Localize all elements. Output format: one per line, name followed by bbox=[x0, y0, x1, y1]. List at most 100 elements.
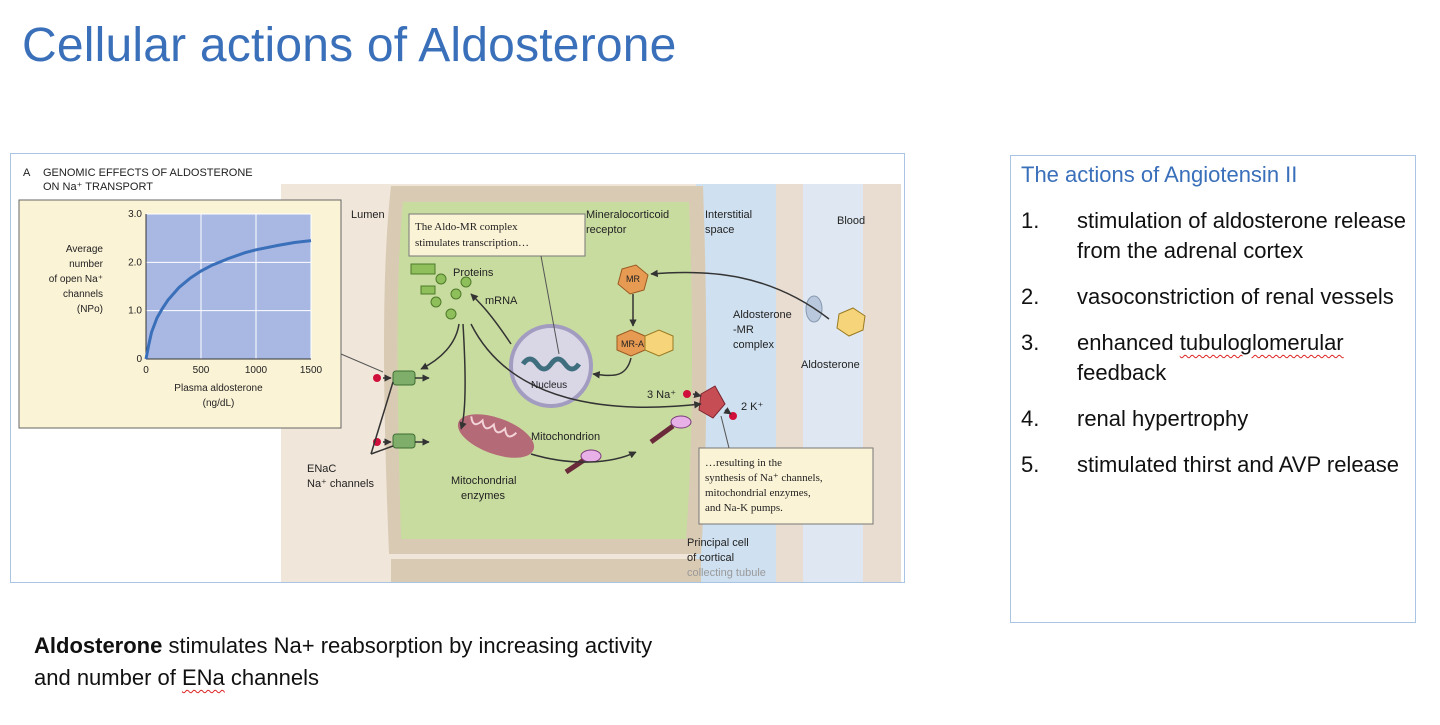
list-number: 3. bbox=[1021, 330, 1040, 355]
callout-bottom-box bbox=[698, 447, 874, 525]
label-lumen: Lumen bbox=[351, 209, 385, 221]
panel-title-line2: ON Na⁺ TRANSPORT bbox=[43, 181, 153, 193]
callout-bottom-line4: and Na-K pumps. bbox=[705, 502, 783, 514]
mitochondrion-cristae bbox=[470, 416, 518, 438]
label-interstitial-2: space bbox=[705, 224, 734, 236]
dna-strand bbox=[520, 356, 582, 372]
list-item: 3. enhanced tubuloglomerular feedback bbox=[1021, 328, 1411, 388]
chart-x-tick-label: 1000 bbox=[245, 365, 268, 376]
mitochondrion bbox=[457, 414, 535, 458]
callout-bottom-line2: synthesis of Na⁺ channels, bbox=[705, 472, 823, 484]
spellcheck-word: tubuloglomerular bbox=[1179, 330, 1344, 355]
list-text-part: feedback bbox=[1077, 360, 1167, 385]
vesicle-upper bbox=[649, 415, 692, 445]
list-item: 4. renal hypertrophy bbox=[1021, 404, 1411, 434]
sodium-ion-upper bbox=[373, 374, 381, 382]
list-text-part: enhanced bbox=[1077, 330, 1180, 355]
chart-x-tick-label: 500 bbox=[193, 365, 210, 376]
spellcheck-word: ENa bbox=[181, 665, 225, 690]
label-aldo-mr-2: -MR bbox=[733, 324, 754, 336]
label-3-na: 3 Na⁺ bbox=[647, 389, 676, 401]
mr-receptor bbox=[617, 264, 649, 295]
chart-y-label-line: number bbox=[69, 259, 104, 270]
angiotensin-box: The actions of Angiotensin II 1. stimulat… bbox=[1010, 155, 1416, 623]
chart-y-label-line: channels bbox=[63, 289, 103, 300]
pathway-arrows bbox=[370, 269, 830, 463]
chart-y-tick-label: 2.0 bbox=[128, 257, 142, 268]
callout-top-pointer bbox=[540, 255, 560, 355]
chart-y-label-line: Average bbox=[66, 244, 104, 255]
chart-y-tick-label: 3.0 bbox=[128, 209, 142, 220]
label-mrna: mRNA bbox=[485, 295, 518, 307]
list-item: 1. stimulation of aldosterone release fro… bbox=[1021, 206, 1411, 266]
list-text: vasoconstriction of renal vessels bbox=[1077, 284, 1394, 309]
list-number: 4. bbox=[1021, 406, 1040, 431]
label-mineralocorticoid-2: receptor bbox=[586, 224, 627, 236]
list-text: stimulation of aldosterone release from … bbox=[1077, 208, 1406, 263]
sodium-ion-pump bbox=[683, 390, 691, 398]
caption-line2-part: and number of bbox=[34, 665, 182, 690]
label-mr-a: MR-A bbox=[621, 339, 644, 349]
aldosterone-molecule bbox=[836, 307, 866, 337]
angiotensin-list: 1. stimulation of aldosterone release fro… bbox=[1021, 206, 1411, 496]
label-enac-1: ENaC bbox=[307, 463, 336, 475]
lower-cell-membrane bbox=[391, 559, 701, 582]
caption-line2-part: channels bbox=[224, 665, 319, 690]
label-principal-2: of cortical bbox=[687, 552, 734, 564]
label-mito-enzymes-2: enzymes bbox=[461, 490, 506, 502]
label-aldo-mr-3: complex bbox=[733, 339, 774, 351]
label-aldosterone: Aldosterone bbox=[801, 359, 860, 371]
chart-x-tick-label: 0 bbox=[143, 365, 149, 376]
label-enac-2: Na⁺ channels bbox=[307, 478, 374, 490]
panel-label: A bbox=[23, 167, 31, 179]
callout-bottom-pointer bbox=[720, 415, 730, 449]
chart-y-tick-label: 1.0 bbox=[128, 306, 142, 317]
list-item: 5. stimulated thirst and AVP release bbox=[1021, 450, 1411, 480]
chart-plot-area bbox=[146, 214, 311, 359]
angiotensin-title: The actions of Angiotensin II bbox=[1021, 162, 1298, 187]
chart-y-tick-label: 0 bbox=[136, 354, 142, 365]
callout-top-box bbox=[408, 213, 586, 257]
list-number: 5. bbox=[1021, 452, 1040, 477]
callout-bottom-line3: mitochondrial enzymes, bbox=[705, 487, 811, 499]
list-number: 1. bbox=[1021, 208, 1040, 233]
list-text: stimulated thirst and AVP release bbox=[1077, 452, 1400, 477]
caption-line1: stimulates Na+ reabsorption by increasin… bbox=[162, 633, 653, 658]
label-principal-3: collecting tubule bbox=[687, 567, 766, 579]
callout-top-line2: stimulates transcription… bbox=[415, 237, 529, 249]
list-item: 2. vasoconstriction of renal vessels bbox=[1021, 282, 1411, 312]
label-nucleus: Nucleus bbox=[531, 380, 567, 391]
caption-bold: Aldosterone bbox=[34, 633, 163, 658]
chart-x-tick-label: 1500 bbox=[300, 365, 323, 376]
label-mineralocorticoid-1: Mineralocorticoid bbox=[586, 209, 669, 221]
chart-x-label-line: (ng/dL) bbox=[203, 398, 235, 409]
mr-a-right bbox=[644, 329, 674, 357]
label-mr: MR bbox=[626, 274, 640, 284]
callout-bottom-line1: …resulting in the bbox=[705, 457, 782, 469]
chart-y-label-line: (NPo) bbox=[77, 304, 103, 315]
label-interstitial-1: Interstitial bbox=[705, 209, 752, 221]
label-principal-1: Principal cell bbox=[687, 537, 749, 549]
label-proteins: Proteins bbox=[453, 267, 494, 279]
list-text: renal hypertrophy bbox=[1077, 406, 1249, 431]
enac-channel-upper bbox=[392, 370, 416, 386]
label-mito-enzymes-1: Mitochondrial bbox=[451, 475, 516, 487]
proteins-cluster bbox=[410, 263, 472, 320]
slide-title: Cellular actions of Aldosterone bbox=[22, 19, 677, 72]
label-mitochondrion: Mitochondrion bbox=[531, 431, 600, 443]
chart-pointer-line bbox=[340, 353, 384, 373]
slide-caption: Aldosterone stimulates Na+ reabsorption … bbox=[34, 630, 794, 694]
panel-title-line1: GENOMIC EFFECTS OF ALDOSTERONE bbox=[43, 167, 253, 179]
enac-channel-lower bbox=[392, 433, 416, 449]
chart-x-label-line: Plasma aldosterone bbox=[174, 383, 263, 394]
list-number: 2. bbox=[1021, 284, 1040, 309]
label-blood: Blood bbox=[837, 215, 865, 227]
list-text: enhanced tubuloglomerular feedback bbox=[1077, 328, 1411, 388]
callout-top-line1: The Aldo-MR complex bbox=[415, 221, 518, 233]
label-2-k: 2 K⁺ bbox=[741, 401, 764, 413]
label-aldo-mr-1: Aldosterone bbox=[733, 309, 792, 321]
chart-series-line bbox=[144, 239, 312, 360]
chart-y-label-line: of open Na⁺ bbox=[49, 274, 103, 285]
